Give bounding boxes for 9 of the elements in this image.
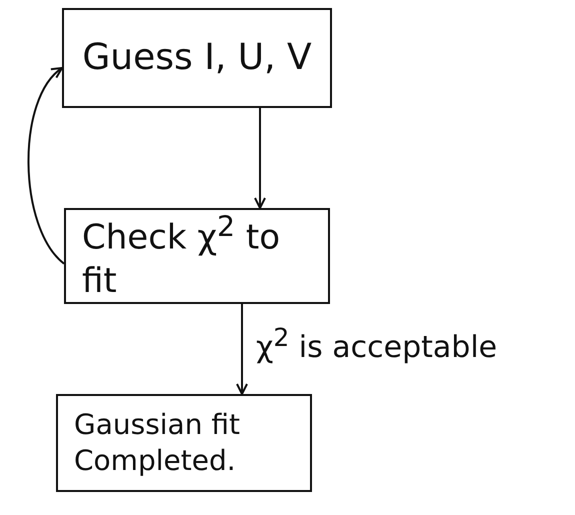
process-box [56, 394, 312, 492]
arrow [236, 304, 248, 395]
arrow [254, 108, 266, 209]
arrow [28, 67, 65, 264]
box-text: Check χ$^{2}$ to fit [82, 208, 282, 304]
process-box [64, 208, 330, 304]
box-text: Guess I, U, V [82, 36, 312, 80]
process-box [62, 8, 332, 108]
box-text: Gaussian fit Completed. [74, 406, 241, 479]
